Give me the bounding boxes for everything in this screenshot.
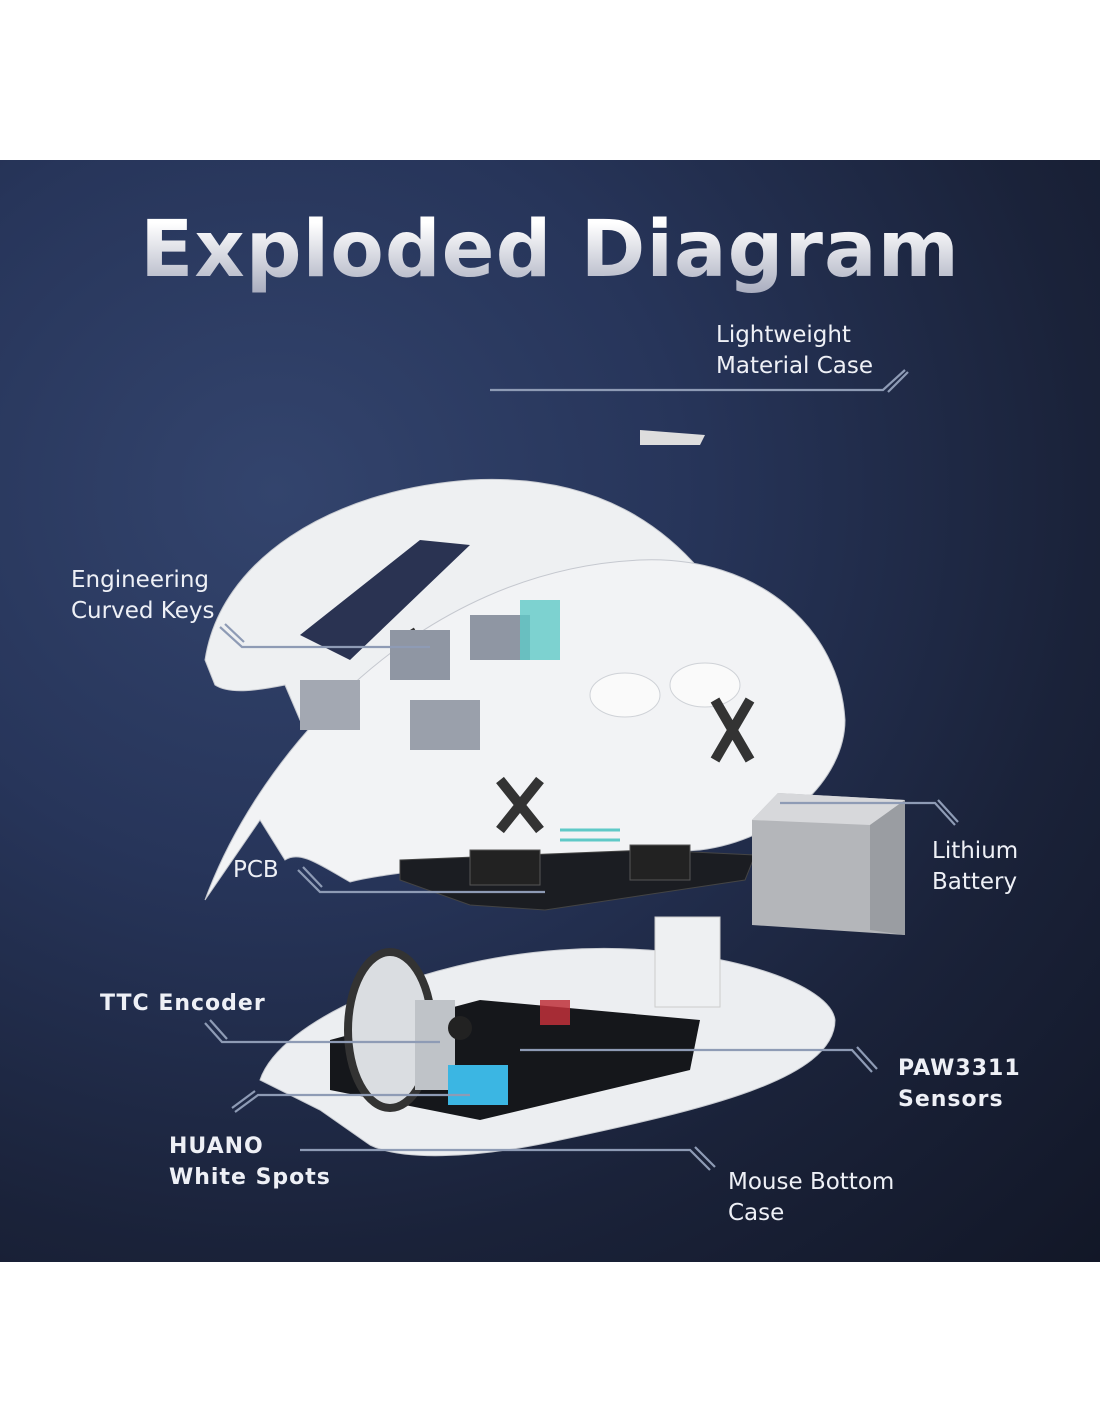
label-bottom-case: Mouse Bottom Case [728, 1167, 894, 1229]
label-encoder: TTC Encoder [100, 991, 266, 1016]
label-line: Case [728, 1200, 785, 1226]
main-shell-part [204, 559, 846, 901]
label-sensor: PAW3311 Sensors [898, 1053, 1021, 1115]
label-battery: Lithium Battery [932, 836, 1018, 898]
label-line: White Spots [169, 1165, 331, 1190]
diagram-panel: Exploded Diagram Lightweight Material Ca… [0, 160, 1100, 1262]
label-pcb: PCB [233, 857, 279, 883]
mouse-exploded-illustration [204, 369, 959, 1171]
label-line: Lithium [932, 838, 1019, 864]
leader-lines [204, 369, 959, 1171]
label-line: Mouse Bottom [728, 1169, 895, 1195]
label-line: Material Case [716, 353, 874, 379]
label-lightweight-case: Lightweight Material Case [716, 320, 873, 382]
bottom-case-part [259, 916, 836, 1157]
battery-part [752, 793, 905, 935]
label-line: Sensors [898, 1087, 1004, 1112]
pcb-part [399, 844, 756, 911]
label-line: Curved Keys [71, 598, 215, 624]
label-line: PAW3311 [898, 1056, 1021, 1081]
page-title: Exploded Diagram [0, 205, 1100, 295]
label-line: HUANO [169, 1134, 264, 1159]
label-curved-keys: Engineering Curved Keys [71, 565, 214, 627]
label-switches: HUANO White Spots [169, 1131, 331, 1193]
label-line: Engineering [71, 567, 209, 593]
label-line: Battery [932, 869, 1018, 895]
label-line: Lightweight [716, 322, 851, 348]
